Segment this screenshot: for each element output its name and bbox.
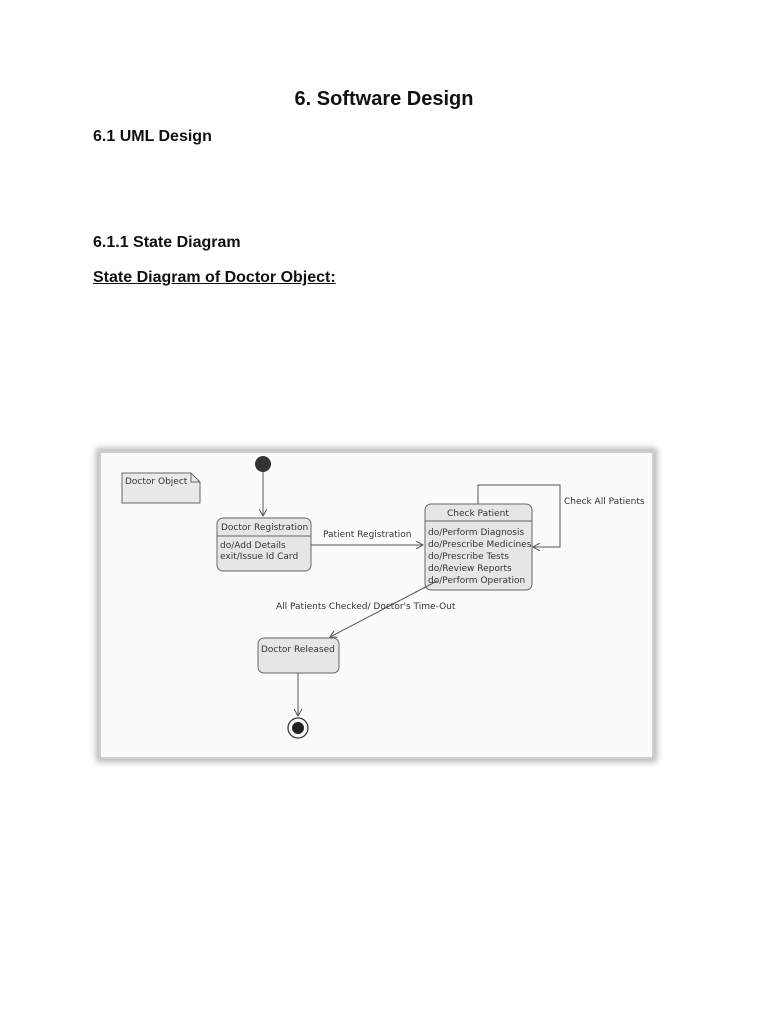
state-doctor-released: Doctor Released: [257, 637, 340, 674]
state-action: do/Perform Operation: [428, 576, 525, 586]
transition-label: Patient Registration: [323, 530, 411, 540]
final-state: [287, 717, 309, 739]
state-action: do/Review Reports: [428, 564, 512, 574]
state-action: do/Prescribe Medicines: [428, 540, 532, 550]
state-action: do/Perform Diagnosis: [428, 528, 524, 538]
diagram-caption: State Diagram of Doctor Object:: [93, 269, 336, 286]
transition-all-patients-checked: [330, 580, 438, 637]
state-diagram-canvas: Doctor Object Doctor Registration do/Add…: [121, 456, 645, 739]
state-name: Doctor Released: [261, 645, 335, 655]
state-doctor-registration: Doctor Registration do/Add Details exit/…: [216, 517, 312, 572]
state-name: Check Patient: [447, 509, 509, 519]
state-action: do/Prescribe Tests: [428, 552, 509, 562]
initial-state: [255, 456, 271, 472]
state-action: do/Add Details: [220, 541, 286, 551]
section-heading: 6.1 UML Design: [93, 128, 212, 145]
state-diagram: Doctor Object Doctor Registration do/Add…: [99, 451, 654, 759]
transition-label: Check All Patients: [564, 497, 645, 507]
transition-check-all-patients: [477, 484, 561, 547]
transition-label: All Patients Checked/ Doctor's Time-Out: [276, 602, 456, 612]
page-title: 6. Software Design: [294, 88, 474, 110]
subsection-heading: 6.1.1 State Diagram: [93, 234, 241, 251]
state-name: Doctor Registration: [221, 523, 308, 533]
note-label: Doctor Object: [125, 477, 188, 487]
state-action: exit/Issue Id Card: [220, 552, 298, 562]
note-doctor-object: Doctor Object: [121, 472, 201, 504]
state-check-patient: Check Patient do/Perform Diagnosis do/Pr…: [424, 503, 533, 591]
